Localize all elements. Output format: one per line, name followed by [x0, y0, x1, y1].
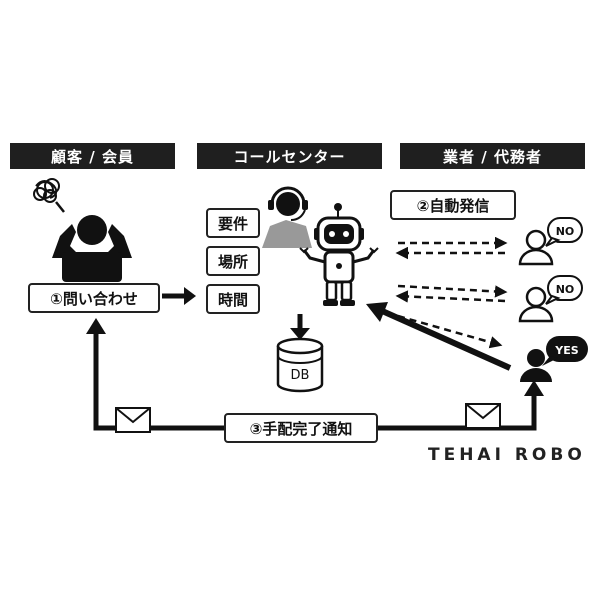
- db-arrowhead: [290, 328, 310, 340]
- loop-arrowhead-up-left: [86, 318, 106, 334]
- vendor-person-icon-1: [518, 229, 554, 266]
- db-label: DB: [291, 368, 310, 383]
- envelope-icon-right: [465, 403, 501, 429]
- step-notify: ③手配完了通知: [224, 413, 378, 443]
- database-icon: [276, 337, 324, 393]
- header-callcenter: コールセンター: [197, 143, 382, 169]
- loop-arrowhead-up-right: [524, 380, 544, 396]
- vendor-person-icon-3: [520, 349, 552, 382]
- reply-text-2: NO: [556, 283, 575, 296]
- request-item-1: 要件: [206, 208, 260, 238]
- step-inquiry: ①問い合わせ: [28, 283, 160, 313]
- request-item-3: 時間: [206, 284, 260, 314]
- brand-logo: TEHAI ROBO: [428, 445, 586, 465]
- inquiry-arrowhead: [184, 287, 196, 305]
- speech-bubble-no-2: [545, 275, 583, 305]
- header-customer: 顧客 / 会員: [10, 143, 175, 169]
- reply-text-1: NO: [556, 225, 575, 238]
- speech-bubble-no-1: [545, 217, 583, 247]
- header-vendor: 業者 / 代務者: [400, 143, 585, 169]
- yes-arrowhead: [366, 302, 388, 322]
- envelope-icon-left: [115, 407, 151, 433]
- step-auto-call: ②自動発信: [390, 190, 516, 220]
- stressed-person-icon: [52, 215, 132, 282]
- vendor-person-icon-2: [518, 286, 554, 323]
- request-item-2: 場所: [206, 246, 260, 276]
- speech-bubble-yes: [542, 336, 588, 366]
- stress-scribble-icon: [33, 178, 65, 213]
- reply-text-3: YES: [554, 344, 578, 357]
- operator-headset-icon: [262, 186, 312, 248]
- robot-icon: [299, 203, 379, 306]
